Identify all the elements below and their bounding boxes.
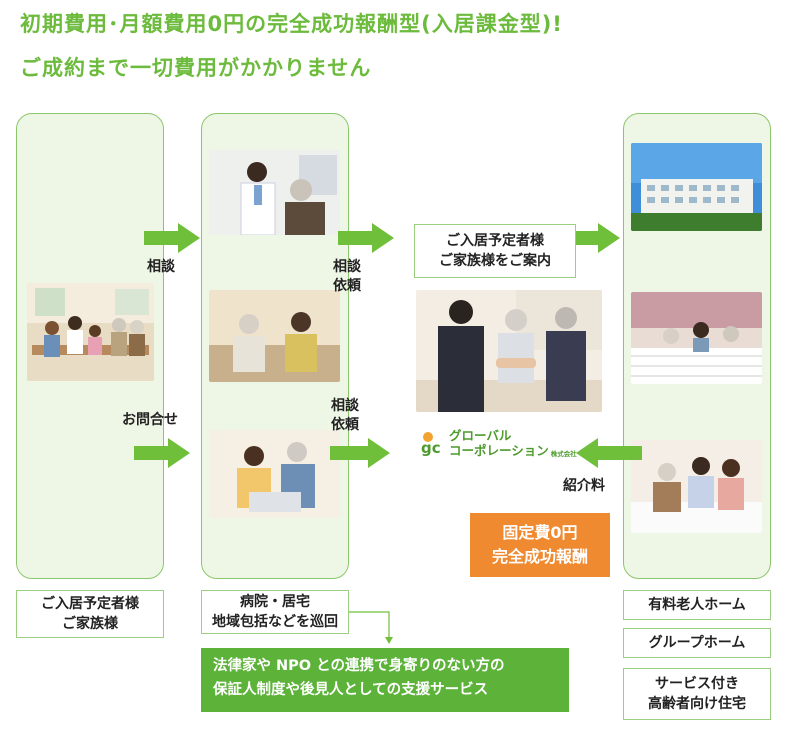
support-service-bar: 法律家や NPO との連携で身寄りのない方の 保証人制度や後見人としての支援サー… xyxy=(201,648,569,712)
hospitals-label-box: 病院・居宅 地域包括などを巡回 xyxy=(201,590,349,634)
arrow-inquiry-right xyxy=(134,438,190,468)
residents-label-line-2: ご家族様 xyxy=(62,616,118,632)
handshake-photo xyxy=(416,290,602,412)
residents-label-line-1: ご入居予定者様 xyxy=(41,596,139,612)
fee-box-line-1: 固定費0円 xyxy=(502,523,578,542)
consult-request-label-1b: 依頼 xyxy=(333,278,361,294)
nursing-home-building-photo xyxy=(631,143,762,231)
fee-box-line-2: 完全成功報酬 xyxy=(491,547,588,566)
doctor-photo xyxy=(209,150,340,235)
residents-label-box: ご入居予定者様 ご家族様 xyxy=(16,590,164,638)
consult-request-label-1a: 相談 xyxy=(333,259,361,275)
service-housing-label-line-2: 高齢者向け住宅 xyxy=(648,696,746,712)
support-bar-line-2: 保証人制度や後見人としての支援サービス xyxy=(213,682,489,698)
logo-line-2: コーポレーション xyxy=(449,443,549,458)
service-housing-label-box: サービス付き 高齢者向け住宅 xyxy=(623,668,771,720)
family-photo xyxy=(27,283,154,381)
hospitals-label-line-2: 地域包括などを巡回 xyxy=(212,614,338,630)
arrow-fee-left xyxy=(576,438,642,468)
guide-box-line-2: ご家族様をご案内 xyxy=(439,253,551,269)
consult-request-label-2b: 依頼 xyxy=(331,417,359,433)
guide-box-line-1: ご入居予定者様 xyxy=(446,233,544,249)
arrow-consult-right xyxy=(144,223,200,253)
connector-line xyxy=(349,611,393,644)
fee-box: 固定費0円 完全成功報酬 xyxy=(470,513,610,577)
gc-logo-icon: gc xyxy=(421,432,441,457)
hospitals-label-line-1: 病院・居宅 xyxy=(240,594,310,610)
headline-line-2: ご成約まで一切費用がかかりません xyxy=(20,56,372,80)
group-home-label-box: グループホーム xyxy=(623,628,771,658)
consult-label: 相談 xyxy=(147,259,175,275)
introduction-fee-label: 紹介料 xyxy=(563,478,605,494)
caregiver-elderly-couple-photo xyxy=(209,290,340,382)
arrow-guide-right xyxy=(562,223,620,253)
paid-home-label-box: 有料老人ホーム xyxy=(623,590,771,620)
group-home-label: グループホーム xyxy=(648,635,746,651)
logo-mark: gc xyxy=(421,439,441,457)
care-room-photo xyxy=(631,292,762,384)
consult-request-label-2a: 相談 xyxy=(331,398,359,414)
support-bar-line-1: 法律家や NPO との連携で身寄りのない方の xyxy=(213,658,505,674)
couple-laptop-photo xyxy=(209,430,340,518)
family-visit-photo xyxy=(631,440,762,533)
arrow-request-1-right xyxy=(338,223,394,253)
guide-box: ご入居予定者様 ご家族様をご案内 xyxy=(414,224,576,278)
service-housing-label-line-1: サービス付き xyxy=(655,676,739,692)
logo-small: 株式会社 xyxy=(550,450,577,458)
headline-line-1: 初期費用･月額費用0円の完全成功報酬型(入居課金型)! xyxy=(20,12,563,36)
arrow-request-2-right xyxy=(330,438,390,468)
paid-home-label: 有料老人ホーム xyxy=(648,597,746,613)
logo-line-1: グローバル xyxy=(449,428,512,443)
company-logo: gc グローバル コーポレーション 株式会社 xyxy=(420,428,577,458)
inquiry-label: お問合せ xyxy=(122,412,178,428)
